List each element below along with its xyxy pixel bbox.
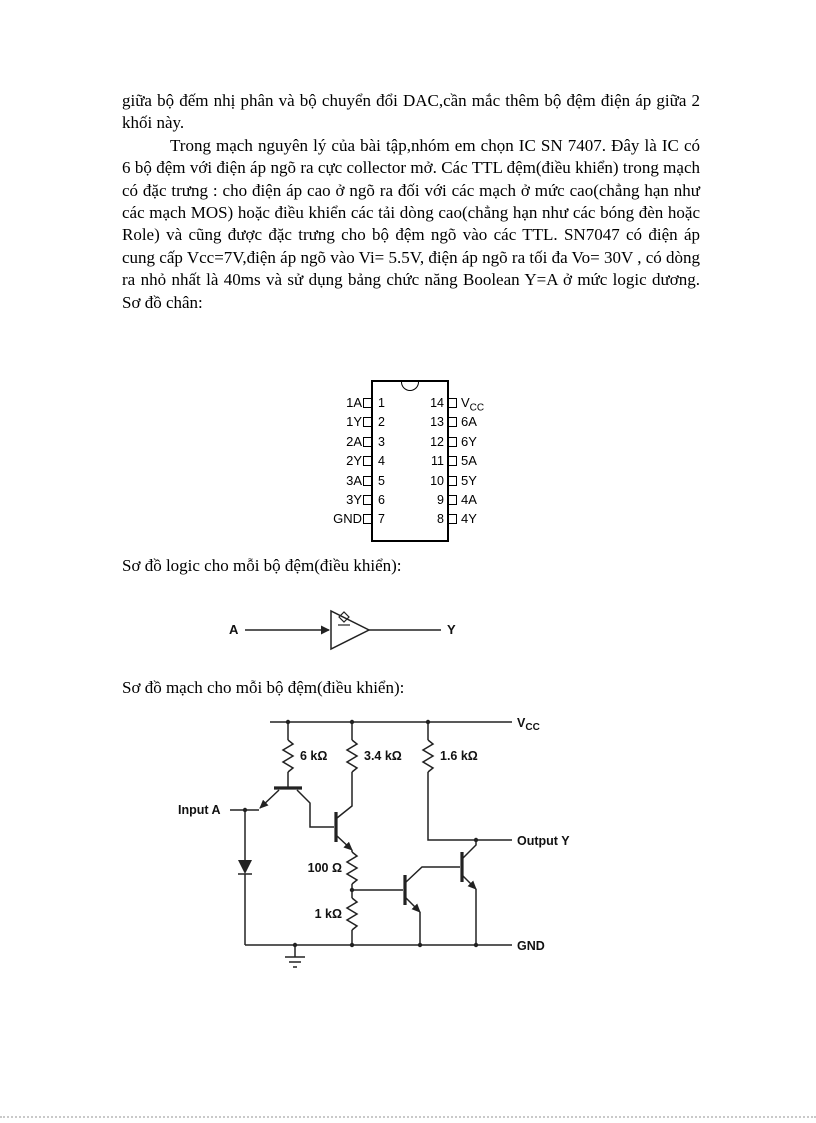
pin-number: 4	[378, 454, 385, 468]
resistor-6k-label: 6 kΩ	[300, 749, 327, 763]
pin-label: 1Y	[346, 414, 362, 429]
arrowhead-icon	[321, 625, 330, 635]
vcc-sub: CC	[469, 402, 485, 414]
pin-number: 9	[437, 493, 444, 507]
ic-pin-row: 2Y 4 11 5A	[322, 452, 494, 470]
pin-stub-icon	[447, 495, 457, 505]
ic-package-body	[371, 380, 449, 542]
pin-label: 2A	[346, 434, 362, 449]
pin-stub-icon	[363, 417, 373, 427]
caption-circuit-diagram: Sơ đồ mạch cho mỗi bộ đệm(điều khiển):	[122, 678, 405, 697]
gnd-label: GND	[517, 939, 545, 953]
pin-stub-icon	[363, 495, 373, 505]
resistor-3k4-label: 3.4 kΩ	[364, 749, 402, 763]
pin-stub-icon	[447, 514, 457, 524]
pin-stub-icon	[447, 476, 457, 486]
pin-number: 5	[378, 474, 385, 488]
paragraph-ic-description: Trong mạch nguyên lý của bài tập,nhóm em…	[122, 135, 700, 312]
pin-number: 1	[378, 396, 385, 410]
resistor-3k4-icon	[345, 739, 359, 773]
pin-label: 3A	[346, 473, 362, 488]
pin-label: 1A	[346, 395, 362, 410]
pin-number: 14	[430, 396, 444, 410]
schematic-labels: 6 kΩ 3.4 kΩ 1.6 kΩ 100 Ω 1 kΩ Input A Ou…	[178, 716, 570, 953]
caption-logic-diagram: Sơ đồ logic cho mỗi bộ đệm(điều khiển):	[122, 556, 402, 575]
page-bottom-dotted-line	[0, 1116, 816, 1118]
diode-icon	[238, 860, 252, 874]
pin-number: 10	[430, 474, 444, 488]
pin-stub-icon	[447, 398, 457, 408]
pin-stub-icon	[363, 476, 373, 486]
pin-label: 6Y	[461, 434, 477, 449]
pin-label: 4Y	[461, 511, 477, 526]
body-text: giữa bộ đếm nhị phân và bộ chuyển đổi DA…	[122, 90, 700, 314]
ic-pinout-diagram: 1A 1 14 VCC 1Y 2 13 6A 2A 3 12 6Y 2Y 4 11 5A 3A 5 10 5Y…	[322, 374, 494, 548]
pin-label-vcc: VCC	[461, 394, 494, 418]
resistor-100-icon	[345, 851, 359, 885]
pin-number: 12	[430, 435, 444, 449]
ic-pin-row: 2A 3 12 6Y	[322, 433, 494, 451]
vcc-label: VCC	[517, 716, 540, 733]
circuit-schematic: 6 kΩ 3.4 kΩ 1.6 kΩ 100 Ω 1 kΩ Input A Ou…	[178, 716, 570, 968]
pin-stub-icon	[363, 437, 373, 447]
pin-stub-icon	[363, 514, 373, 524]
resistor-1k-label: 1 kΩ	[315, 907, 342, 921]
pin-number: 6	[378, 493, 385, 507]
pin-label: 2Y	[346, 453, 362, 468]
ic-pin-row: GND 7 8 4Y	[322, 510, 494, 528]
pin-number: 7	[378, 512, 385, 526]
buffer-logic-diagram: A Y	[229, 609, 456, 651]
pin-label: 3Y	[346, 492, 362, 507]
output-wire	[427, 772, 512, 841]
resistor-100-label: 100 Ω	[308, 861, 342, 875]
pin-number: 13	[430, 415, 444, 429]
buffer-output-label: Y	[447, 622, 456, 637]
input-a-label: Input A	[178, 803, 221, 817]
buffer-labels: A Y	[229, 622, 456, 637]
resistor-1k-icon	[345, 897, 359, 931]
paragraph-intro: giữa bộ đếm nhị phân và bộ chuyển đổi DA…	[122, 91, 700, 133]
pin-label: 5Y	[461, 473, 477, 488]
resistor-6k-icon	[281, 739, 295, 773]
pin-label: GND	[333, 511, 362, 526]
schematic-wires	[230, 721, 512, 968]
open-collector-icon	[338, 611, 350, 623]
pin-number: 11	[431, 454, 444, 468]
pin-number: 8	[437, 512, 444, 526]
pin-stub-icon	[363, 398, 373, 408]
resistor-1k6-icon	[421, 739, 435, 773]
output-y-label: Output Y	[517, 834, 570, 848]
ic-pin-row: 1A 1 14 VCC	[322, 394, 494, 414]
pin-stub-icon	[447, 437, 457, 447]
buffer-wires	[245, 609, 441, 651]
buffer-input-label: A	[229, 622, 239, 637]
pin-number: 3	[378, 435, 385, 449]
pin-number: 2	[378, 415, 385, 429]
pin-label: 4A	[461, 492, 477, 507]
pin-label: 6A	[461, 414, 477, 429]
pin-stub-icon	[447, 456, 457, 466]
ic-pin-row: 3Y 6 9 4A	[322, 491, 494, 509]
schematic-junctions	[238, 719, 479, 948]
pin-stub-icon	[363, 456, 373, 466]
ic-pin-row: 3A 5 10 5Y	[322, 472, 494, 490]
resistor-1k6-label: 1.6 kΩ	[440, 749, 478, 763]
pin-stub-icon	[447, 417, 457, 427]
pin-label: 5A	[461, 453, 477, 468]
buffer-triangle-icon	[330, 609, 371, 651]
ic-pin-row: 1Y 2 13 6A	[322, 413, 494, 431]
vcc-main: V	[461, 395, 470, 410]
